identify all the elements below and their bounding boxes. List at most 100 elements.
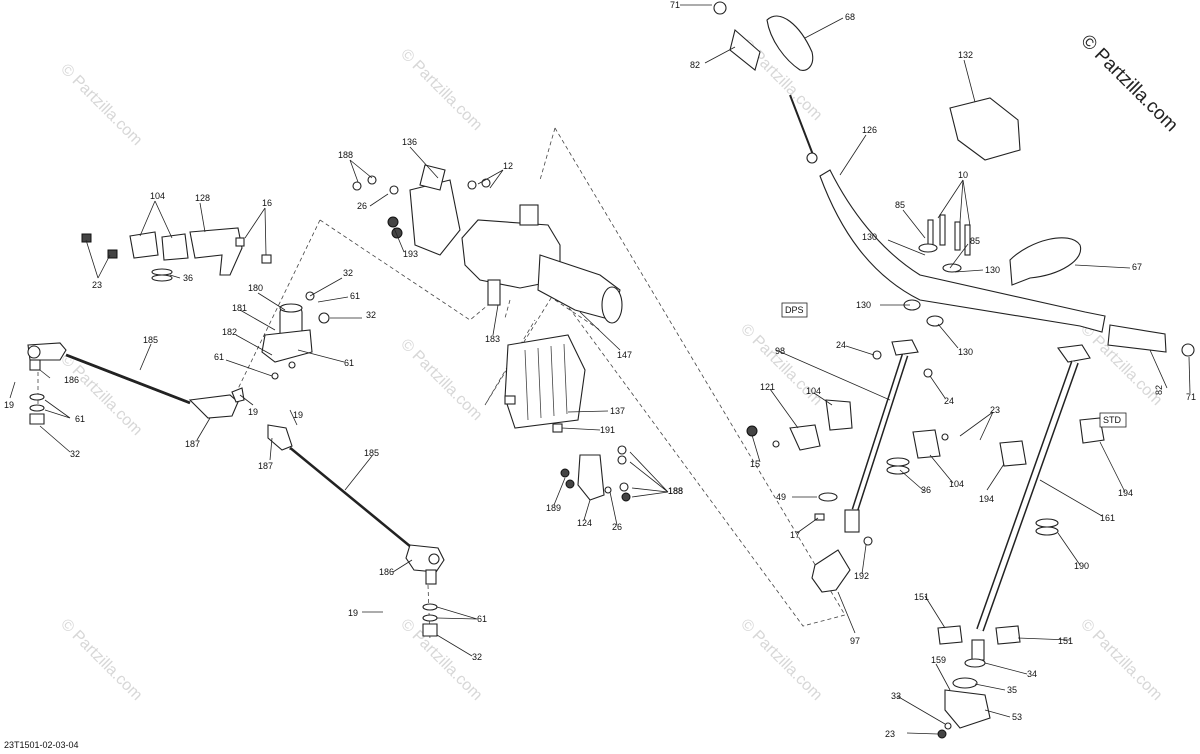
callout: 188 [338, 150, 353, 160]
callout: 130 [958, 347, 973, 357]
callout: 23 [885, 729, 895, 739]
dps-steering-column [746, 339, 949, 593]
callout: 61 [344, 358, 354, 368]
callout: 17 [790, 530, 800, 540]
callout: 124 [577, 518, 592, 528]
callout: 23 [92, 280, 102, 290]
callout: 85 [895, 200, 905, 210]
std-steering-column [937, 344, 1105, 739]
variant-label-dps: DPS [781, 302, 808, 318]
watermark: © Partzilla.com [397, 46, 485, 134]
callout: 193 [403, 249, 418, 259]
callout: 128 [195, 193, 210, 203]
callout: 121 [760, 382, 775, 392]
callout: 71 [670, 0, 680, 10]
callout: 104 [806, 386, 821, 396]
handlebar-assembly [713, 1, 1195, 357]
callout: 67 [1132, 262, 1142, 272]
callout: 180 [248, 283, 263, 293]
svg-text:STD: STD [1103, 415, 1122, 425]
callout: 147 [617, 350, 632, 360]
watermark: © Partzilla.com [57, 351, 145, 439]
leader-lines [9, 4, 1191, 735]
callout: 26 [357, 201, 367, 211]
power-steering-unit [352, 164, 631, 502]
watermark: © Partzilla.com [57, 61, 145, 149]
pitman-arm-assembly [261, 291, 330, 380]
watermark: © Partzilla.com [1077, 616, 1165, 704]
svg-text:DPS: DPS [785, 305, 804, 315]
callout: 151 [914, 592, 929, 602]
callout: 132 [958, 50, 973, 60]
callout: 182 [222, 327, 237, 337]
callout: 19 [293, 410, 303, 420]
callout: 185 [143, 335, 158, 345]
callout: 159 [931, 655, 946, 665]
callout: 183 [485, 334, 500, 344]
callout: 19 [348, 608, 358, 618]
callout: 32 [70, 449, 80, 459]
callout: 32 [472, 652, 482, 662]
callout: 189 [546, 503, 561, 513]
callout: 97 [850, 636, 860, 646]
callout: 130 [862, 232, 877, 242]
callout: 24 [836, 340, 846, 350]
callout: 190 [1074, 561, 1089, 571]
callout: 53 [1012, 712, 1022, 722]
callout: 98 [775, 346, 785, 356]
callout: 181 [232, 303, 247, 313]
document-id: 23T1501-02-03-04 [4, 740, 79, 750]
callout: 24 [944, 396, 954, 406]
callout: 192 [854, 571, 869, 581]
bracket-group-left [81, 227, 272, 282]
callout: 191 [600, 425, 615, 435]
callout: 186 [379, 567, 394, 577]
watermark: © Partzilla.com [737, 616, 825, 704]
callout: 151 [1058, 636, 1073, 646]
callout: 34 [1027, 669, 1037, 679]
callout: 130 [985, 265, 1000, 275]
callout: 61 [350, 291, 360, 301]
callout: 15 [750, 459, 760, 469]
callout: 104 [150, 191, 165, 201]
copyright-mark: © Partzilla.com [1076, 31, 1181, 136]
callout: 26 [612, 522, 622, 532]
callout: 68 [845, 12, 855, 22]
callout: 126 [862, 125, 877, 135]
callout: 23 [990, 405, 1000, 415]
callout: 32 [366, 310, 376, 320]
callout: 137 [610, 406, 625, 416]
callout: 186 [64, 375, 79, 385]
variant-label-std: STD [1099, 412, 1127, 428]
callout: 49 [776, 492, 786, 502]
callout: 36 [183, 273, 193, 283]
callout: 188 [668, 486, 683, 496]
callout: 36 [921, 485, 931, 495]
callout: 61 [75, 414, 85, 424]
callout: 19 [4, 400, 14, 410]
callout: 35 [1007, 685, 1017, 695]
callout-numbers: 71 68 82 132 126 12 136 188 26 193 104 1… [4, 0, 1196, 739]
callout: 10 [958, 170, 968, 180]
callout: 187 [258, 461, 273, 471]
callout: 61 [477, 614, 487, 624]
callout: 136 [402, 137, 417, 147]
callout: 16 [262, 198, 272, 208]
callout: 185 [364, 448, 379, 458]
callout: 194 [1118, 488, 1133, 498]
callout: 12 [503, 161, 513, 171]
callout: 33 [891, 691, 901, 701]
right-tie-rod-assembly [267, 424, 445, 637]
callout: 104 [949, 479, 964, 489]
callout: 82 [690, 60, 700, 70]
callout: 194 [979, 494, 994, 504]
callout: 32 [343, 268, 353, 278]
callout: 19 [248, 407, 258, 417]
left-tie-rod-assembly [27, 342, 245, 425]
callout: 85 [970, 236, 980, 246]
callout: 71 [1186, 392, 1196, 402]
callout: 82 [1154, 385, 1164, 395]
callout: 61 [214, 352, 224, 362]
callout: 188 [668, 486, 683, 496]
